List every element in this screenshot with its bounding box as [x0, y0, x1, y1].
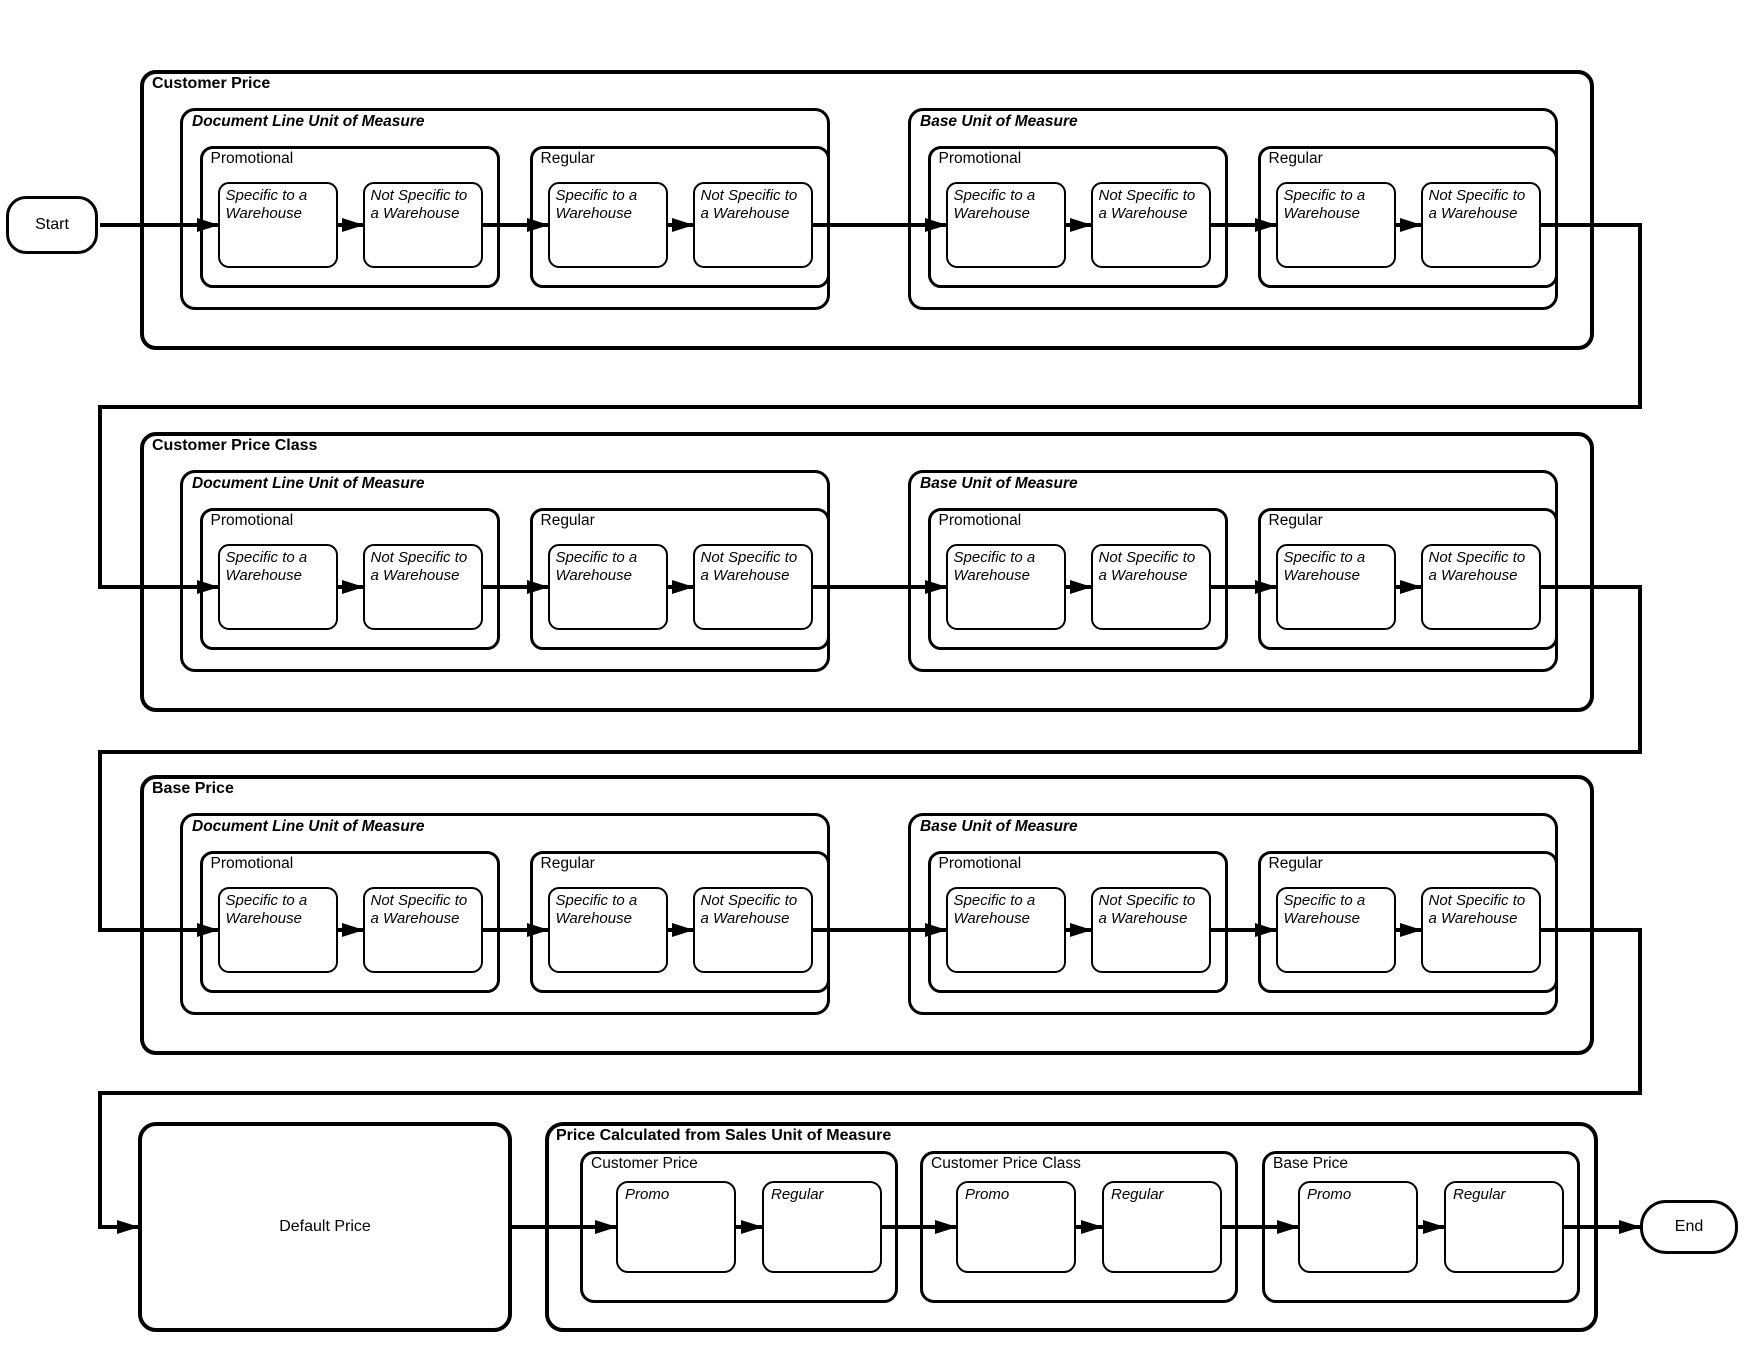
- regular-group: Regular Specific to a Warehouse Not Spec…: [1257, 507, 1558, 650]
- section-title: Customer Price: [152, 75, 271, 92]
- regular-group: Regular Specific to a Warehouse Not Spec…: [529, 145, 830, 288]
- flow-box: Specific to a Warehouse: [945, 886, 1066, 973]
- uom-title: Base Unit of Measure: [920, 113, 1078, 130]
- promotional-group: Promotional Specific to a Warehouse Not …: [927, 145, 1228, 288]
- flow-box: Specific to a Warehouse: [547, 543, 668, 630]
- flow-box: Not Specific to a Warehouse: [692, 886, 813, 973]
- base-uom-container: Base Unit of Measure Promotional Specifi…: [908, 813, 1558, 1015]
- group-title: Promotional: [210, 149, 294, 167]
- flow-box: Regular: [1444, 1181, 1564, 1273]
- flow-box: Not Specific to a Warehouse: [362, 886, 483, 973]
- group-title: Regular: [1268, 854, 1323, 872]
- flow-box: Specific to a Warehouse: [945, 543, 1066, 630]
- customer-price-section: Customer Price Document Line Unit of Mea…: [140, 70, 1594, 350]
- group-title: Promotional: [210, 511, 294, 529]
- flow-box: Regular: [1102, 1181, 1222, 1273]
- flow-box: Specific to a Warehouse: [547, 181, 668, 268]
- group-title: Base Price: [1273, 1155, 1348, 1172]
- flow-box: Not Specific to a Warehouse: [362, 181, 483, 268]
- flow-box: Specific to a Warehouse: [217, 886, 338, 973]
- flow-box: Not Specific to a Warehouse: [362, 543, 483, 630]
- flow-box: Not Specific to a Warehouse: [1090, 543, 1211, 630]
- flow-box: Not Specific to a Warehouse: [692, 181, 813, 268]
- flow-box: Specific to a Warehouse: [217, 181, 338, 268]
- group-title: Regular: [540, 854, 595, 872]
- start-label: Start: [35, 216, 69, 233]
- promotional-group: Promotional Specific to a Warehouse Not …: [927, 507, 1228, 650]
- promotional-group: Promotional Specific to a Warehouse Not …: [927, 850, 1228, 993]
- document-line-uom-container: Document Line Unit of Measure Promotiona…: [180, 470, 830, 672]
- uom-title: Base Unit of Measure: [920, 818, 1078, 835]
- group-title: Promotional: [210, 854, 294, 872]
- flow-box: Specific to a Warehouse: [217, 543, 338, 630]
- uom-title: Document Line Unit of Measure: [192, 818, 425, 835]
- document-line-uom-container: Document Line Unit of Measure Promotiona…: [180, 108, 830, 310]
- group-title: Promotional: [938, 511, 1022, 529]
- group-title: Promotional: [938, 854, 1022, 872]
- flow-box: Promo: [616, 1181, 736, 1273]
- calc-group-base-price: Base Price Promo Regular: [1262, 1151, 1580, 1303]
- calc-group-customer-price-class: Customer Price Class Promo Regular: [920, 1151, 1238, 1303]
- default-price-node: Default Price: [138, 1122, 512, 1332]
- uom-title: Document Line Unit of Measure: [192, 113, 425, 130]
- uom-title: Document Line Unit of Measure: [192, 475, 425, 492]
- section-title: Customer Price Class: [152, 437, 318, 454]
- default-price-label: Default Price: [279, 1218, 371, 1235]
- base-uom-container: Base Unit of Measure Promotional Specifi…: [908, 470, 1558, 672]
- flow-box: Not Specific to a Warehouse: [1090, 886, 1211, 973]
- group-title: Promotional: [938, 149, 1022, 167]
- regular-group: Regular Specific to a Warehouse Not Spec…: [529, 850, 830, 993]
- group-title: Customer Price Class: [931, 1155, 1081, 1172]
- uom-title: Base Unit of Measure: [920, 475, 1078, 492]
- flow-box: Not Specific to a Warehouse: [1420, 543, 1541, 630]
- group-title: Regular: [540, 511, 595, 529]
- base-price-section: Base Price Document Line Unit of Measure…: [140, 775, 1594, 1055]
- end-node: End: [1640, 1200, 1738, 1254]
- flow-box: Specific to a Warehouse: [945, 181, 1066, 268]
- flow-box: Not Specific to a Warehouse: [692, 543, 813, 630]
- flow-box: Not Specific to a Warehouse: [1420, 886, 1541, 973]
- flow-box: Specific to a Warehouse: [1275, 543, 1396, 630]
- flow-box: Specific to a Warehouse: [1275, 886, 1396, 973]
- flow-box: Not Specific to a Warehouse: [1090, 181, 1211, 268]
- start-node: Start: [6, 196, 98, 254]
- section-title: Base Price: [152, 780, 234, 797]
- group-title: Customer Price: [591, 1155, 698, 1172]
- flow-box: Promo: [1298, 1181, 1418, 1273]
- group-title: Regular: [540, 149, 595, 167]
- end-label: End: [1674, 1218, 1704, 1235]
- regular-group: Regular Specific to a Warehouse Not Spec…: [1257, 145, 1558, 288]
- document-line-uom-container: Document Line Unit of Measure Promotiona…: [180, 813, 830, 1015]
- promotional-group: Promotional Specific to a Warehouse Not …: [199, 850, 500, 993]
- group-title: Regular: [1268, 149, 1323, 167]
- group-title: Regular: [1268, 511, 1323, 529]
- flow-box: Promo: [956, 1181, 1076, 1273]
- flow-box: Regular: [762, 1181, 882, 1273]
- flow-box: Not Specific to a Warehouse: [1420, 181, 1541, 268]
- section-title: Price Calculated from Sales Unit of Meas…: [556, 1127, 892, 1144]
- calc-group-customer-price: Customer Price Promo Regular: [580, 1151, 898, 1303]
- promotional-group: Promotional Specific to a Warehouse Not …: [199, 507, 500, 650]
- sales-uom-calc-section: Price Calculated from Sales Unit of Meas…: [545, 1122, 1598, 1332]
- customer-price-class-section: Customer Price Class Document Line Unit …: [140, 432, 1594, 712]
- regular-group: Regular Specific to a Warehouse Not Spec…: [529, 507, 830, 650]
- regular-group: Regular Specific to a Warehouse Not Spec…: [1257, 850, 1558, 993]
- flow-box: Specific to a Warehouse: [547, 886, 668, 973]
- promotional-group: Promotional Specific to a Warehouse Not …: [199, 145, 500, 288]
- flow-box: Specific to a Warehouse: [1275, 181, 1396, 268]
- base-uom-container: Base Unit of Measure Promotional Specifi…: [908, 108, 1558, 310]
